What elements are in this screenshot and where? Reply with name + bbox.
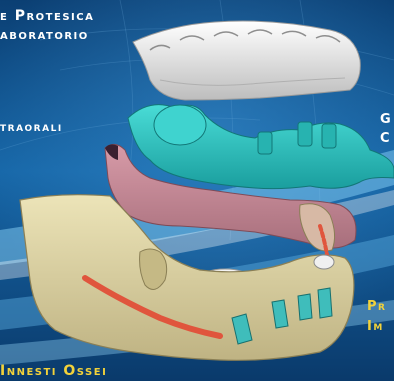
upper-denture [133,21,360,100]
label-right-upper-line2: C [380,132,391,145]
label-right-lower-line2: Im [367,320,384,333]
label-mid-left: traorali [0,121,63,134]
label-top-left-line1: e Protesica [0,9,94,23]
label-bottom-left: Innesti Ossei [0,364,107,378]
label-right-upper-line1: G [380,113,392,126]
label-right-lower-line1: Pr [367,300,386,313]
label-top-left-line2: aboratorio [0,28,89,42]
